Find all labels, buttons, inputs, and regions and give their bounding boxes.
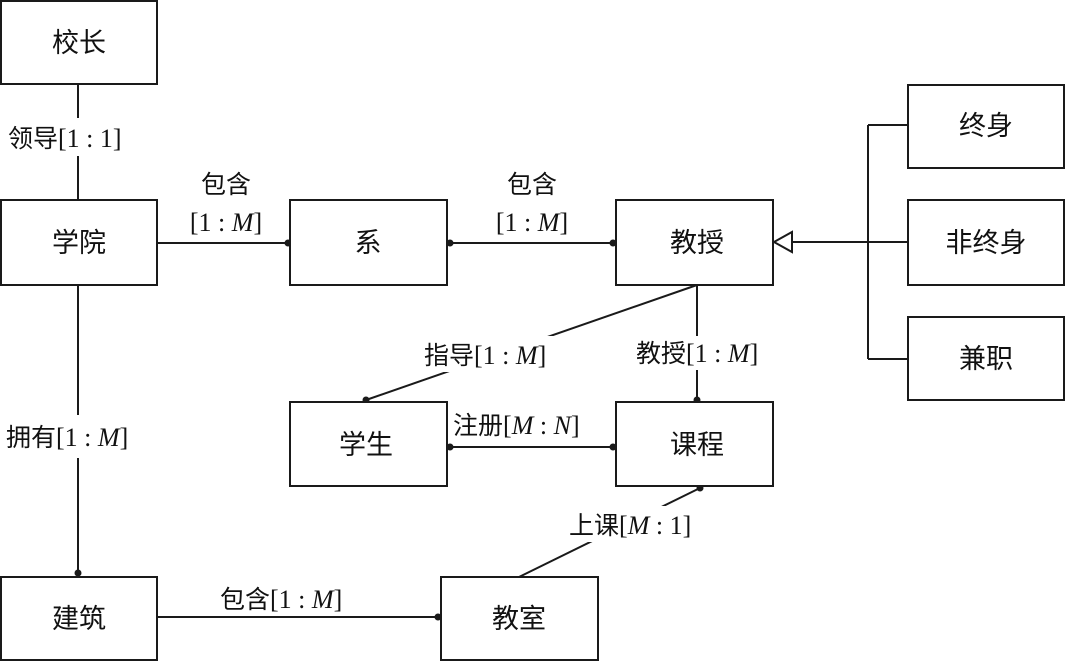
entity-building-label: 建筑 xyxy=(52,604,106,635)
link-dot xyxy=(74,569,82,577)
rel-enroll-label: 注册[M : N] xyxy=(453,411,580,440)
card-open: [ xyxy=(619,511,628,540)
card-var: M xyxy=(515,341,539,370)
rel-class-in-label: 上课[M : 1] xyxy=(569,511,691,540)
entity-course-label: 课程 xyxy=(670,430,724,461)
entity-professor-label: 教授 xyxy=(670,228,724,259)
card-open: [1 : xyxy=(56,423,98,452)
entity-tenured-label: 终身 xyxy=(959,111,1013,142)
rel-lead-name: 领导 xyxy=(8,124,58,153)
entity-department: 系 xyxy=(289,199,448,286)
entity-department-label: 系 xyxy=(355,228,382,259)
entity-college-label: 学院 xyxy=(52,228,106,259)
entity-tenured: 终身 xyxy=(907,84,1065,169)
rel-advise-label: 指导[1 : M] xyxy=(424,341,546,370)
card-mid: : xyxy=(533,411,553,440)
card-open: [ xyxy=(503,411,512,440)
rel-contains-dept-prof-cardinality: [1 : M] xyxy=(496,208,568,237)
card-close: ] xyxy=(571,411,580,440)
card-close: ] xyxy=(538,341,547,370)
rel-lead-cardinality: [1 : 1] xyxy=(58,124,122,153)
card-close: ] xyxy=(559,208,568,237)
entity-course: 课程 xyxy=(615,401,774,487)
card-open: [1 : xyxy=(270,585,312,614)
rel-enroll-name: 注册 xyxy=(453,411,503,440)
rel-teach-label: 教授[1 : M] xyxy=(636,339,758,368)
link-dot xyxy=(434,613,442,621)
entity-principal-label: 校长 xyxy=(52,28,106,59)
card-var: M xyxy=(231,208,255,237)
card-close: : 1] xyxy=(649,511,691,540)
card-var: M xyxy=(97,423,121,452)
rel-contains-building-room-name: 包含 xyxy=(220,585,270,614)
card-var2: N xyxy=(553,411,573,440)
card-close: ] xyxy=(334,585,343,614)
rel-own-label: 拥有[1 : M] xyxy=(6,423,128,452)
rel-contains-college-dept-name: 包含 xyxy=(201,170,251,199)
entity-student: 学生 xyxy=(289,401,448,487)
rel-contains-dept-prof-name: 包含 xyxy=(507,170,557,199)
rel-contains-building-room-label: 包含[1 : M] xyxy=(220,585,342,614)
rel-contains-college-dept-cardinality: [1 : M] xyxy=(190,208,262,237)
entity-non-tenured-label: 非终身 xyxy=(946,228,1027,259)
generalization-arrowhead xyxy=(771,230,793,254)
rel-lead-label: 领导[1 : 1] xyxy=(8,124,122,153)
link-dot xyxy=(446,443,454,451)
rel-class-in-name: 上课 xyxy=(569,511,619,540)
rel-advise-name: 指导 xyxy=(424,341,474,370)
card-var: M xyxy=(511,411,535,440)
card-close: ] xyxy=(120,423,129,452)
card-open: [1 : xyxy=(474,341,516,370)
entity-part-time-label: 兼职 xyxy=(959,344,1013,375)
card-close: ] xyxy=(253,208,262,237)
card-open: [1 : xyxy=(496,208,538,237)
entity-part-time: 兼职 xyxy=(907,316,1065,401)
card-var: M xyxy=(627,511,651,540)
rel-own-name: 拥有 xyxy=(6,423,56,452)
label-backdrop xyxy=(420,336,576,372)
entity-classroom: 教室 xyxy=(440,576,599,661)
link-dot xyxy=(609,443,617,451)
card-var: M xyxy=(311,585,335,614)
entity-classroom-label: 教室 xyxy=(492,604,546,635)
link-dot xyxy=(446,239,454,247)
card-open: [1 : xyxy=(190,208,232,237)
link-dot xyxy=(609,239,617,247)
entity-college: 学院 xyxy=(0,199,158,286)
card-close: ] xyxy=(750,339,759,368)
label-backdrop xyxy=(566,506,716,542)
rel-teach-name: 教授 xyxy=(636,339,686,368)
card-open: [1 : xyxy=(686,339,728,368)
entity-building: 建筑 xyxy=(0,576,158,661)
entity-student-label: 学生 xyxy=(339,430,393,461)
card-var: M xyxy=(537,208,561,237)
entity-non-tenured: 非终身 xyxy=(907,199,1065,286)
card-var: M xyxy=(727,339,751,368)
entity-principal: 校长 xyxy=(0,0,158,85)
entity-professor: 教授 xyxy=(615,199,774,286)
